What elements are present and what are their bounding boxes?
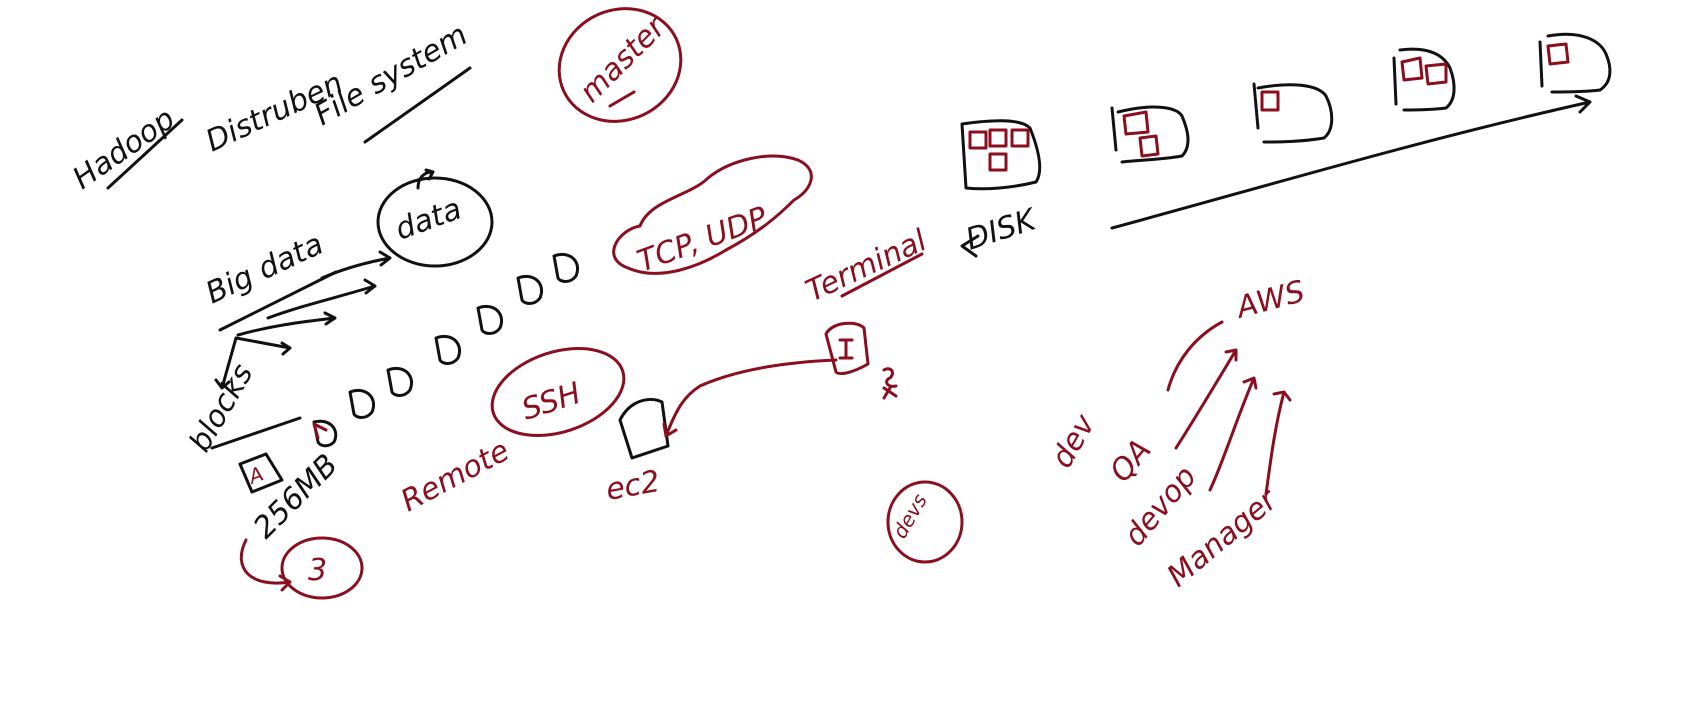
blocks-underline xyxy=(210,416,302,450)
arrow-to-blocks-1 xyxy=(234,336,292,356)
data-loop-arrow xyxy=(416,168,435,190)
disk-node-3 xyxy=(1256,83,1334,144)
block-shape-e xyxy=(434,335,461,365)
disk-node-4-blocks xyxy=(1400,56,1448,86)
disk-node-3-block xyxy=(1260,90,1280,112)
block-shape-h xyxy=(552,253,579,283)
block-shape-g xyxy=(516,275,543,305)
ssh-connection-arrow xyxy=(662,358,838,438)
hadoop-underline xyxy=(106,118,184,190)
big-data-note: Big data xyxy=(201,227,329,312)
cluster-arrow xyxy=(1110,94,1592,230)
disk-node-5-block xyxy=(1546,42,1570,66)
tcp-udp-note: TCP, UDP xyxy=(633,200,773,280)
devs-circle xyxy=(886,480,964,564)
disk-node-2-blocks xyxy=(1122,110,1160,158)
disk-node-4 xyxy=(1398,47,1456,112)
block-shape-f xyxy=(476,305,503,335)
block-shape-d xyxy=(386,367,413,397)
disk-node-1-blocks xyxy=(968,128,1030,172)
block-square-a xyxy=(238,452,284,494)
disk-node-4-left xyxy=(1392,56,1398,106)
aws-arrow-qa xyxy=(1208,376,1258,492)
ssh-note: SSH xyxy=(518,376,585,428)
blocks-note: blocks xyxy=(183,358,261,458)
arrow-to-data-1 xyxy=(320,250,392,280)
aws-arrow-manager xyxy=(1264,390,1292,496)
disk-node-1 xyxy=(960,119,1042,191)
replication-circle xyxy=(280,536,364,600)
terminal-glyph xyxy=(838,338,854,360)
user-icon xyxy=(882,367,898,400)
block-shape-c xyxy=(348,389,375,419)
disk-node-5 xyxy=(1546,32,1612,94)
disk-label: DISK xyxy=(962,202,1042,258)
master-circle xyxy=(557,7,683,123)
master-note: master xyxy=(573,9,674,110)
file-system-underline xyxy=(363,66,472,144)
disk-arrow-left xyxy=(960,234,980,258)
ec2-note: ec2 xyxy=(603,464,662,508)
disk-node-3-left xyxy=(1252,82,1260,130)
terminal-box xyxy=(824,321,870,376)
tcp-udp-cloud xyxy=(612,154,813,275)
replication-note: 3 xyxy=(308,553,327,588)
ec2-box xyxy=(618,397,670,460)
master-underline xyxy=(608,90,636,108)
dev-note: dev xyxy=(1045,408,1104,474)
ssh-circle xyxy=(490,347,626,437)
remote-note: Remote xyxy=(395,433,515,519)
big-data-underline xyxy=(218,270,338,332)
block-label-a: A xyxy=(244,461,267,489)
terminal-note: Terminal xyxy=(801,223,933,309)
data-note: data xyxy=(391,192,466,248)
arrow-to-blocks-2 xyxy=(214,336,238,390)
disk-node-2 xyxy=(1116,105,1190,164)
terminal-underline xyxy=(840,252,924,298)
data-circle xyxy=(376,176,494,268)
aws-arc xyxy=(1166,320,1224,392)
block-shape-b xyxy=(312,419,338,448)
size-note: 256MB xyxy=(247,448,345,546)
hadoop-note: Hadoop xyxy=(67,101,182,196)
disk-node-5-left xyxy=(1538,40,1544,88)
arrow-to-data-2 xyxy=(266,278,377,320)
block-shape-b-red xyxy=(312,422,328,440)
aws-note: AWS xyxy=(1231,274,1308,326)
aws-arrow-dev xyxy=(1174,348,1238,450)
disk-node-2-left xyxy=(1110,106,1118,152)
qa-note: QA xyxy=(1103,433,1158,489)
replication-arrow xyxy=(239,538,292,592)
arrow-to-data-3 xyxy=(236,311,337,337)
